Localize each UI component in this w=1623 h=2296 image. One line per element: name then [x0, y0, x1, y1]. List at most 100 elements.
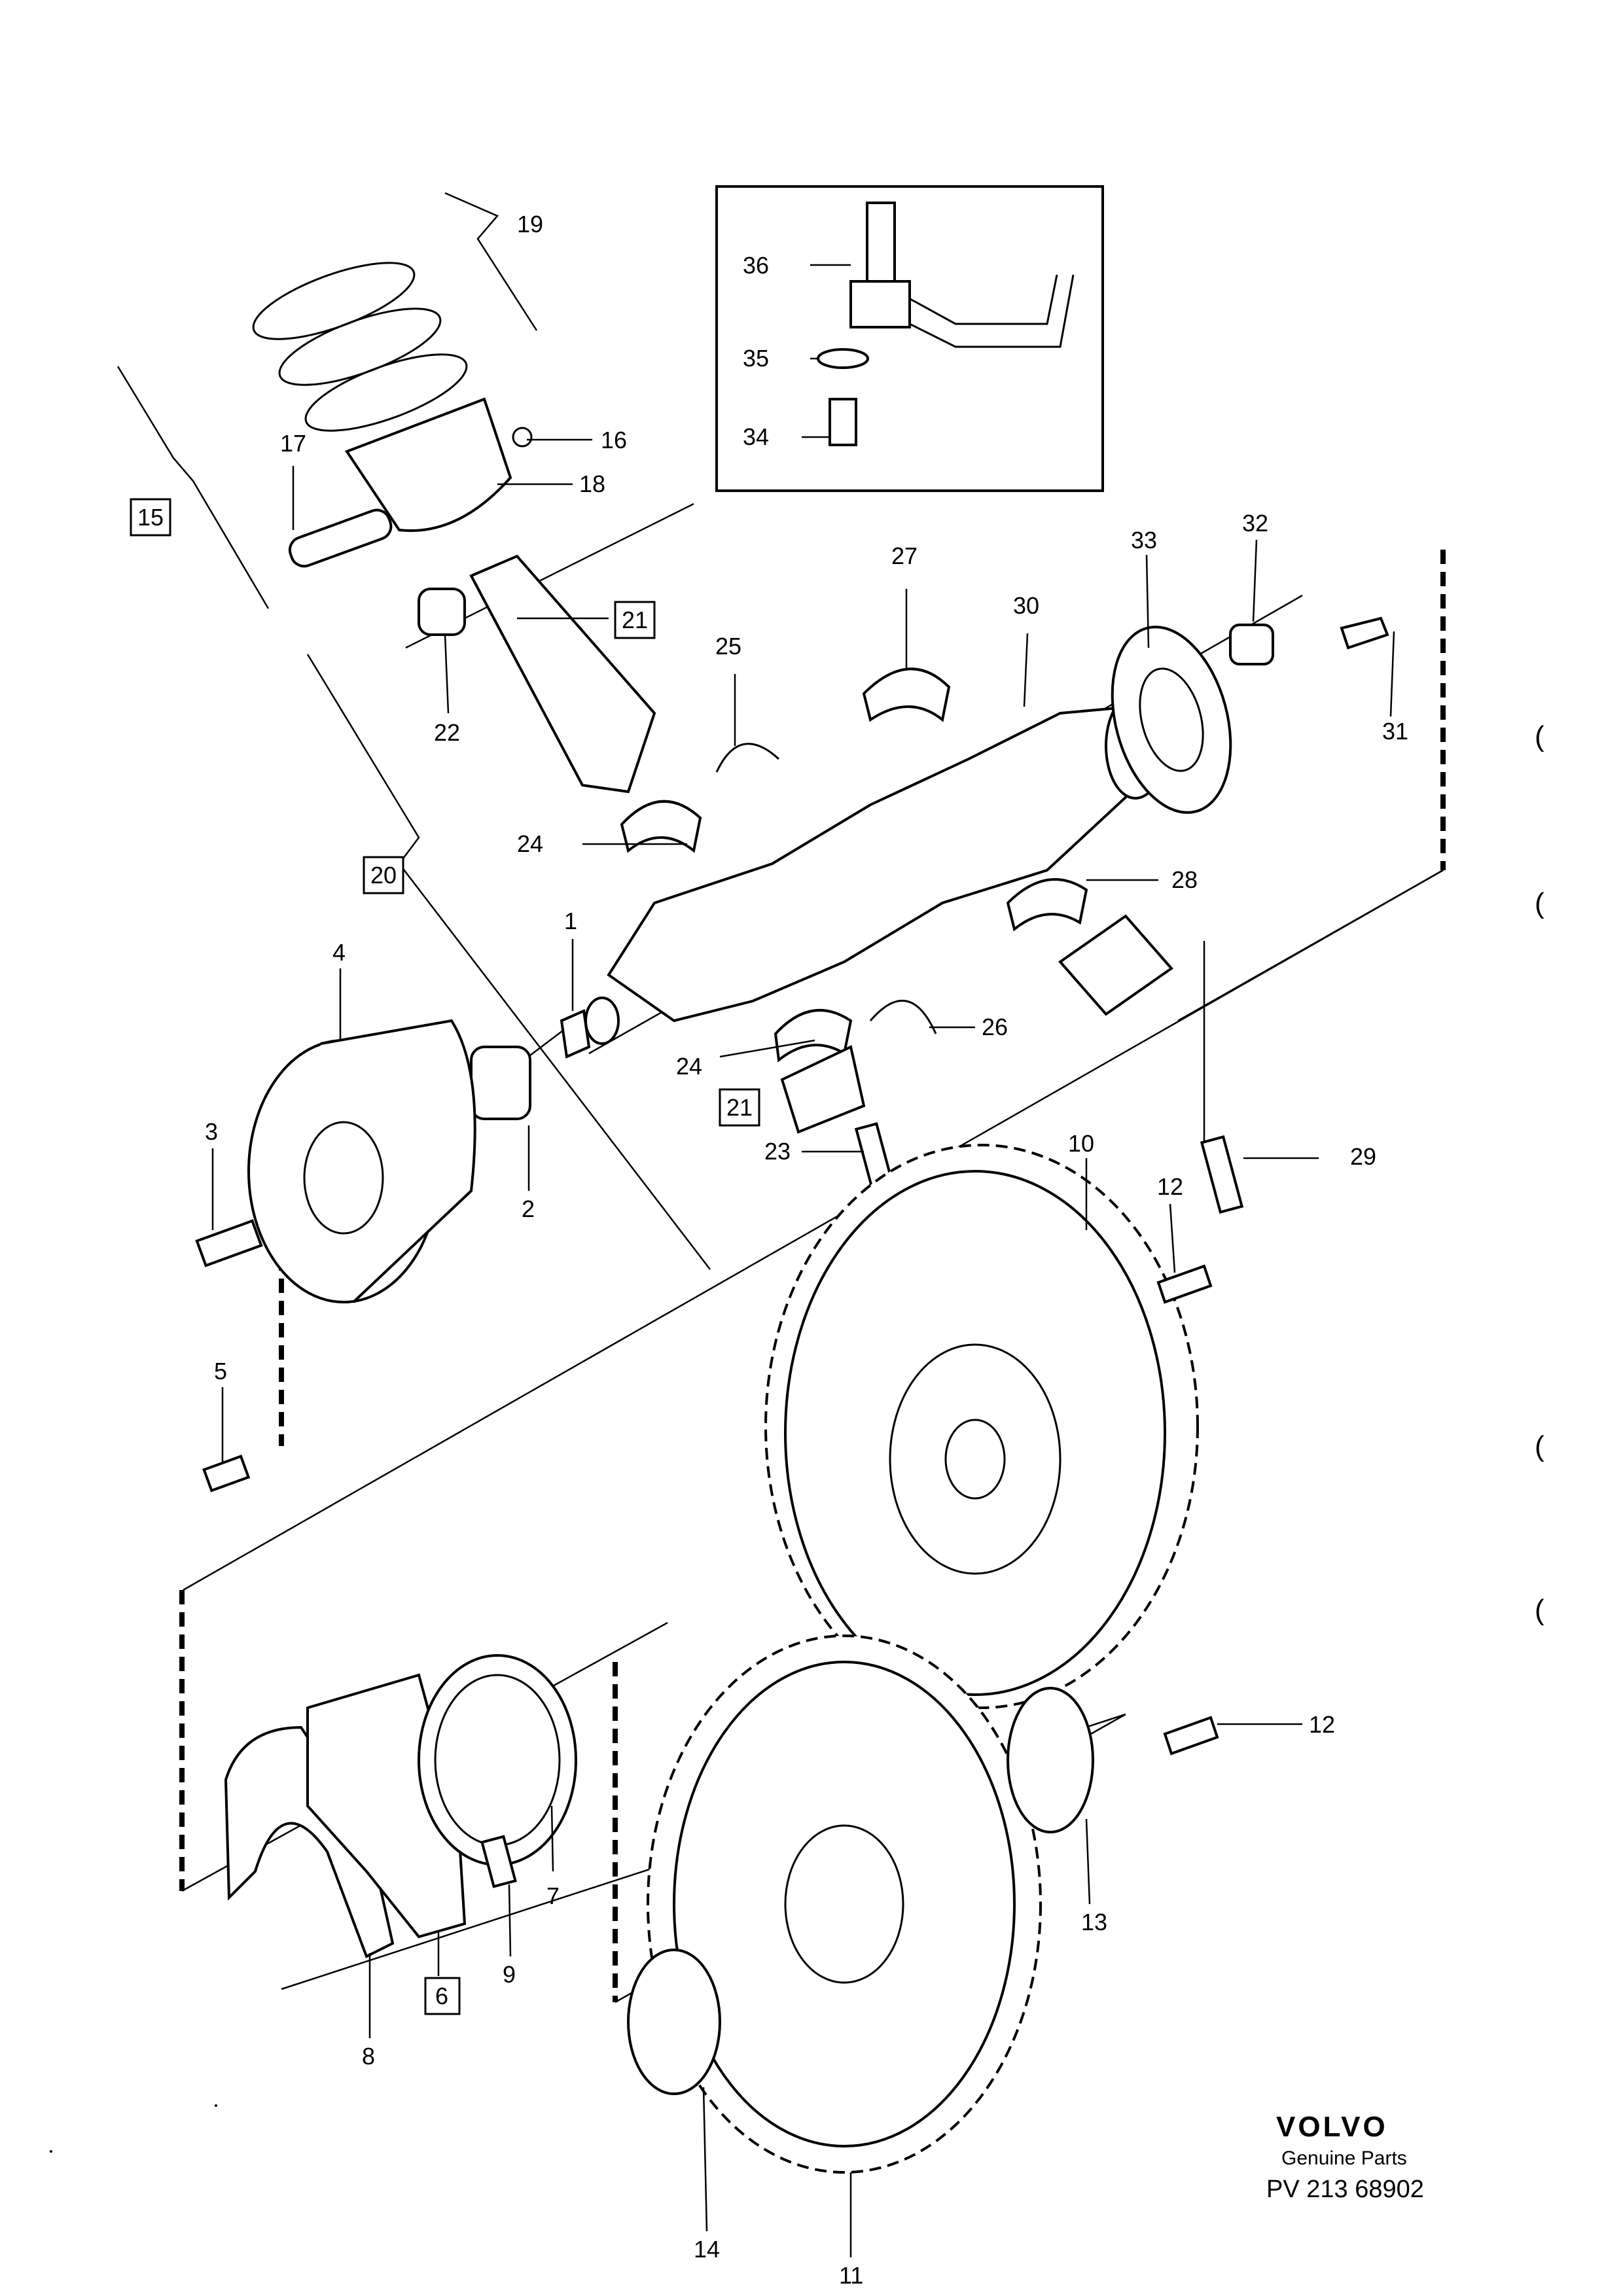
- inset-oil-jet-box: [715, 185, 1104, 492]
- callout-4: 4: [332, 939, 346, 966]
- thrust-washer-26: [869, 999, 937, 1034]
- callout-6: 6: [435, 1983, 448, 2009]
- seal-housing-group: [224, 1654, 577, 2038]
- callout-24-lower: 24: [676, 1053, 702, 1080]
- piston-ring-mid: [278, 308, 442, 386]
- piston-18: [344, 397, 512, 532]
- oil-jet-bracket: [849, 280, 911, 328]
- flexplate-group: [627, 1634, 1302, 2257]
- rear-seal-group: [1111, 539, 1395, 814]
- callout-9: 9: [503, 1961, 516, 1988]
- sprocket-2: [470, 1046, 531, 1120]
- rear-seal-33: [1111, 626, 1232, 814]
- callout-18: 18: [579, 470, 605, 497]
- brand-tagline: Genuine Parts: [1281, 2147, 1407, 2169]
- bolt-3: [195, 1219, 263, 1267]
- circlip-16: [512, 427, 533, 448]
- bolt-34: [829, 398, 857, 446]
- callout-28: 28: [1171, 866, 1198, 893]
- bearing-shell-28: [1006, 878, 1088, 932]
- bolt-29: [1200, 1135, 1244, 1214]
- dashed-alignment-lines: [179, 550, 1446, 2002]
- callout-19: 19: [517, 211, 543, 238]
- callout-12-lower: 12: [1309, 1711, 1335, 1738]
- piston-ring-top: [252, 262, 416, 340]
- crankshaft-body: [607, 705, 1141, 1023]
- spacer-14: [627, 1949, 721, 2095]
- callout-21-lower: 21: [726, 1094, 753, 1121]
- piston-group: [252, 262, 592, 568]
- main-bearing-cap: [1058, 914, 1173, 1016]
- oil-jet-nozzle: [866, 202, 896, 289]
- key-1: [560, 1009, 591, 1059]
- front-group: [195, 939, 1205, 1492]
- gasket-8: [224, 1725, 395, 1958]
- callout-22: 22: [434, 719, 460, 746]
- bearing-shell-24-upper: [620, 800, 702, 853]
- callout-7: 7: [546, 1882, 560, 1909]
- brand-logo: VOLVO: [1276, 2111, 1388, 2143]
- stray-dot: [215, 2104, 217, 2107]
- callout-35: 35: [743, 345, 769, 372]
- callout-26: 26: [982, 1014, 1008, 1040]
- bearing-shell-24-lower: [774, 1009, 853, 1063]
- thrust-washer-25: [715, 743, 780, 773]
- spacer-13: [1007, 1687, 1094, 1833]
- stray-dot: [50, 2150, 52, 2153]
- piston-ring-low: [304, 353, 468, 432]
- callout-12-upper: 12: [1157, 1173, 1183, 1200]
- bushing-32: [1229, 624, 1274, 665]
- margin-mark: (: [1535, 720, 1544, 752]
- brand-block: VOLVO Genuine Parts PV 213 68902: [1266, 2111, 1424, 2203]
- callout-11: 11: [839, 2262, 863, 2289]
- callout-33: 33: [1131, 527, 1157, 554]
- group-brackets: [116, 192, 711, 1270]
- callout-labels: 1 2 3 4 5 6 7 8 9 10 11 12 12 13 14 15 1…: [130, 211, 1408, 2289]
- washer-35: [817, 348, 869, 369]
- crankshaft-nose: [584, 997, 620, 1045]
- callout-8: 8: [362, 2043, 375, 2070]
- oil-jet-pipe: [876, 274, 1075, 348]
- piston-pin-17: [288, 508, 393, 568]
- bearing-shells: [582, 589, 1173, 1134]
- diagram-code: PV 213 68902: [1266, 2176, 1424, 2203]
- callout-5: 5: [214, 1358, 227, 1385]
- connecting-rod: [469, 554, 656, 794]
- connecting-rod-group: [418, 554, 656, 794]
- bolt-31: [1340, 616, 1389, 650]
- callout-25: 25: [715, 633, 741, 660]
- callout-3: 3: [205, 1118, 218, 1145]
- callout-10: 10: [1068, 1130, 1094, 1157]
- bearing-cap-21-lower: [780, 1045, 866, 1134]
- bearing-shell-27: [862, 667, 951, 722]
- callout-29: 29: [1350, 1143, 1376, 1170]
- callout-16: 16: [601, 427, 627, 453]
- callout-14: 14: [694, 2236, 720, 2263]
- callout-36: 36: [743, 252, 769, 279]
- bushing-22: [418, 588, 466, 636]
- margin-mark: (: [1535, 1594, 1544, 1626]
- callout-21-upper: 21: [622, 607, 648, 633]
- bolt-9: [480, 1835, 517, 1888]
- margin-marks: ( ( ( (: [1535, 720, 1544, 1626]
- callout-17: 17: [280, 430, 306, 457]
- callout-20: 20: [370, 862, 397, 889]
- callout-34: 34: [743, 423, 769, 450]
- callout-23: 23: [764, 1138, 791, 1165]
- flywheel-10: [764, 1144, 1213, 1709]
- callout-30: 30: [1013, 592, 1039, 619]
- bolt-5: [202, 1455, 251, 1492]
- callout-32: 32: [1242, 510, 1268, 537]
- callout-15: 15: [137, 504, 164, 531]
- bolt-12-lower: [1163, 1716, 1219, 1756]
- margin-mark: (: [1535, 887, 1544, 919]
- callout-2: 2: [522, 1195, 535, 1222]
- margin-mark: (: [1535, 1430, 1544, 1462]
- bolt-12-upper: [1156, 1264, 1213, 1304]
- callout-31: 31: [1382, 718, 1408, 745]
- callout-13: 13: [1081, 1909, 1107, 1935]
- callout-24-upper: 24: [517, 830, 543, 857]
- callout-27: 27: [891, 542, 918, 569]
- callout-1: 1: [564, 908, 577, 934]
